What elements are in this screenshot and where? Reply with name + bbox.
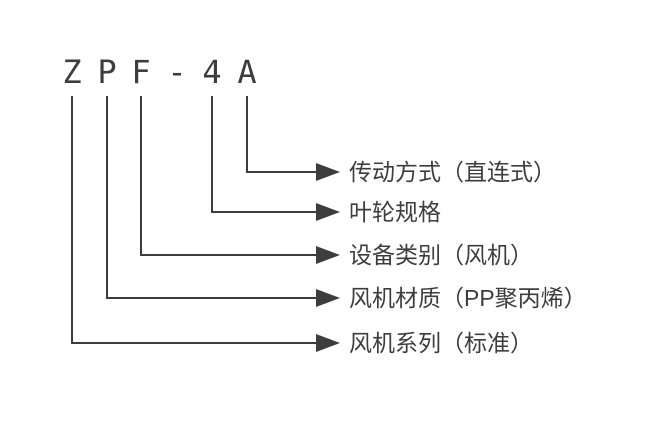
connector-vertical-line [140,96,142,256]
model-code-char: Z [62,53,82,91]
model-code-char: 4 [202,53,222,91]
connector-label: 风机系列（标准） [349,330,533,356]
arrow-right-icon [316,203,340,221]
connector-label: 风机材质（PP聚丙烯） [349,285,587,311]
model-code-char: A [237,53,257,91]
connector-vertical-line [211,96,213,213]
connector-horizontal-line [71,342,316,344]
connector-horizontal-line [140,254,316,256]
arrow-right-icon [316,334,340,352]
connector-horizontal-line [106,297,316,299]
arrow-right-icon [316,289,340,307]
connector-vertical-line [246,96,248,173]
connector-label: 设备类别（风机） [349,242,533,268]
connector-horizontal-line [211,211,316,213]
connector-horizontal-line [246,171,316,173]
model-code-char: - [167,53,187,91]
connector-label: 传动方式（直连式） [349,159,556,185]
model-code-char: P [97,53,117,91]
arrow-right-icon [316,246,340,264]
arrow-right-icon [316,163,340,181]
model-code-char: F [131,53,151,91]
connector-vertical-line [71,96,73,344]
connector-vertical-line [106,96,108,299]
connector-label: 叶轮规格 [349,199,441,225]
